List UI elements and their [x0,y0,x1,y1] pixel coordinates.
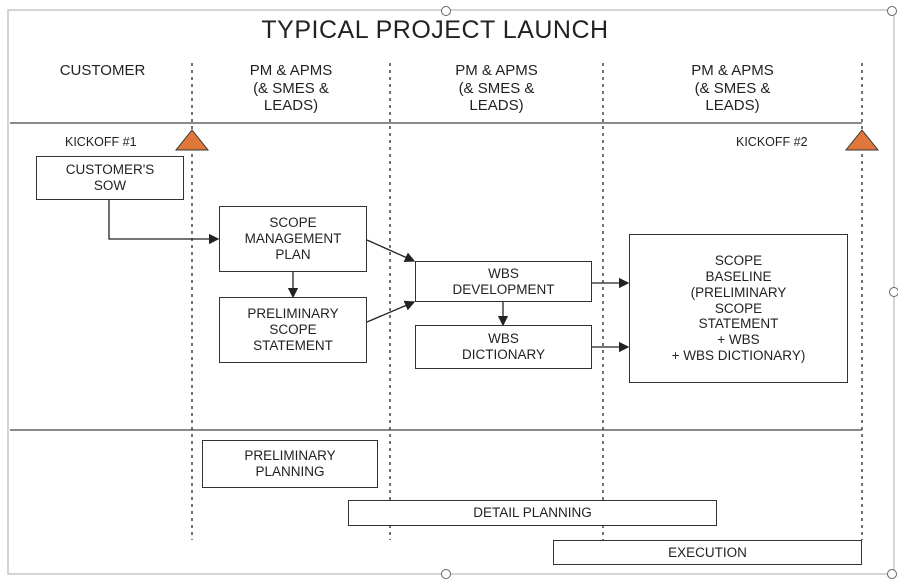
detail-planning-phase: DETAIL PLANNING [348,500,717,526]
kickoff1-label: KICKOFF #1 [65,135,137,149]
lane-header-4: PM & APMS (& SMES & LEADS) [691,62,774,115]
resize-handle-top-right[interactable] [887,6,897,16]
resize-handle-right[interactable] [889,287,898,297]
diagram-title: TYPICAL PROJECT LAUNCH [261,16,609,44]
scope-baseline-box: SCOPE BASELINE (PRELIMINARY SCOPE STATEM… [629,234,848,383]
preliminary-planning-phase: PRELIMINARY PLANNING [202,440,378,488]
arrow-sow-to-plan [108,200,220,245]
resize-handle-top[interactable] [441,6,451,16]
kickoff2-label: KICKOFF #2 [736,135,808,149]
wbs-dictionary-box: WBS DICTIONARY [415,325,592,369]
customers-sow-box: CUSTOMER'S SOW [36,156,184,200]
resize-handle-bottom[interactable] [441,569,451,579]
arrow-plan-to-wbs [366,239,416,263]
kickoff1-marker [174,129,210,151]
lane-header-2: PM & APMS (& SMES & LEADS) [249,62,333,115]
lane-header-customer: CUSTOMER [59,62,146,79]
scope-management-plan-box: SCOPE MANAGEMENT PLAN [219,206,367,272]
kickoff2-marker [844,129,880,151]
lane-header-3: PM & APMS (& SMES & LEADS) [455,62,538,115]
arrow-statement-to-wbs [366,300,416,323]
execution-phase: EXECUTION [553,540,862,565]
wbs-development-box: WBS DEVELOPMENT [415,261,592,302]
resize-handle-bottom-right[interactable] [887,569,897,579]
preliminary-scope-statement-box: PRELIMINARY SCOPE STATEMENT [219,297,367,363]
